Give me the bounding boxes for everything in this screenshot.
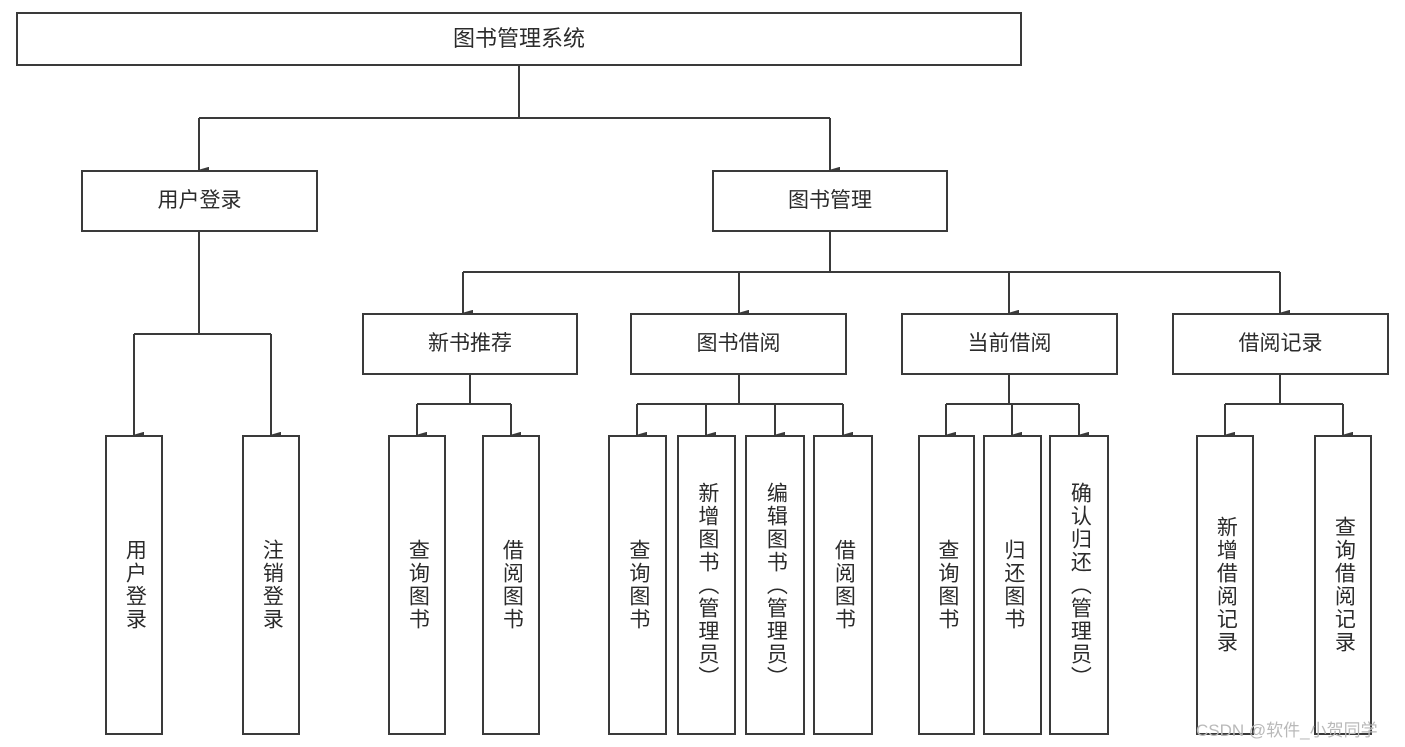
node-leaf-borrow-book-2[interactable]: 借阅图书 (813, 435, 873, 735)
node-root[interactable]: 图书管理系统 (16, 12, 1022, 66)
node-leaf-query-book-2[interactable]: 查询图书 (608, 435, 667, 735)
node-label: 查询借阅记录 (1332, 516, 1356, 654)
node-label: 用户登录 (157, 188, 242, 212)
node-label: 当前借阅 (967, 331, 1052, 355)
node-book-manage[interactable]: 图书管理 (712, 170, 948, 232)
node-leaf-add-book[interactable]: 新增图书（管理员） (677, 435, 736, 735)
node-label: 借阅图书 (500, 539, 524, 631)
node-label: 借阅图书 (832, 539, 856, 631)
node-leaf-borrow-book-1[interactable]: 借阅图书 (482, 435, 540, 735)
node-label: 查询图书 (626, 539, 650, 631)
node-leaf-query-book-1[interactable]: 查询图书 (388, 435, 446, 735)
node-borrow-record[interactable]: 借阅记录 (1172, 313, 1389, 375)
node-label: 新书推荐 (428, 331, 512, 355)
node-book-borrow[interactable]: 图书借阅 (630, 313, 847, 375)
node-new-book-rec[interactable]: 新书推荐 (362, 313, 578, 375)
node-label: 图书借阅 (696, 331, 781, 355)
node-leaf-add-record[interactable]: 新增借阅记录 (1196, 435, 1254, 735)
node-current-borrow[interactable]: 当前借阅 (901, 313, 1118, 375)
node-leaf-confirm-return[interactable]: 确认归还（管理员） (1049, 435, 1109, 735)
node-label: 新增借阅记录 (1214, 516, 1238, 654)
node-label: 注销登录 (260, 539, 284, 631)
node-label: 编辑图书（管理员） (764, 481, 788, 689)
node-label: 图书管理系统 (452, 26, 585, 52)
node-label: 用户登录 (123, 539, 147, 631)
node-leaf-query-book-3[interactable]: 查询图书 (918, 435, 975, 735)
node-leaf-user-login[interactable]: 用户登录 (105, 435, 163, 735)
node-leaf-logout[interactable]: 注销登录 (242, 435, 300, 735)
node-label: 查询图书 (935, 539, 959, 631)
node-label: 确认归还（管理员） (1068, 481, 1092, 689)
node-leaf-return-book[interactable]: 归还图书 (983, 435, 1042, 735)
node-label: 借阅记录 (1238, 331, 1323, 355)
node-user-login[interactable]: 用户登录 (81, 170, 318, 232)
node-label: 查询图书 (406, 539, 430, 631)
node-label: 图书管理 (788, 188, 872, 212)
node-leaf-query-record[interactable]: 查询借阅记录 (1314, 435, 1372, 735)
node-label: 新增图书（管理员） (695, 481, 719, 689)
node-leaf-edit-book[interactable]: 编辑图书（管理员） (745, 435, 805, 735)
node-label: 归还图书 (1001, 539, 1025, 631)
